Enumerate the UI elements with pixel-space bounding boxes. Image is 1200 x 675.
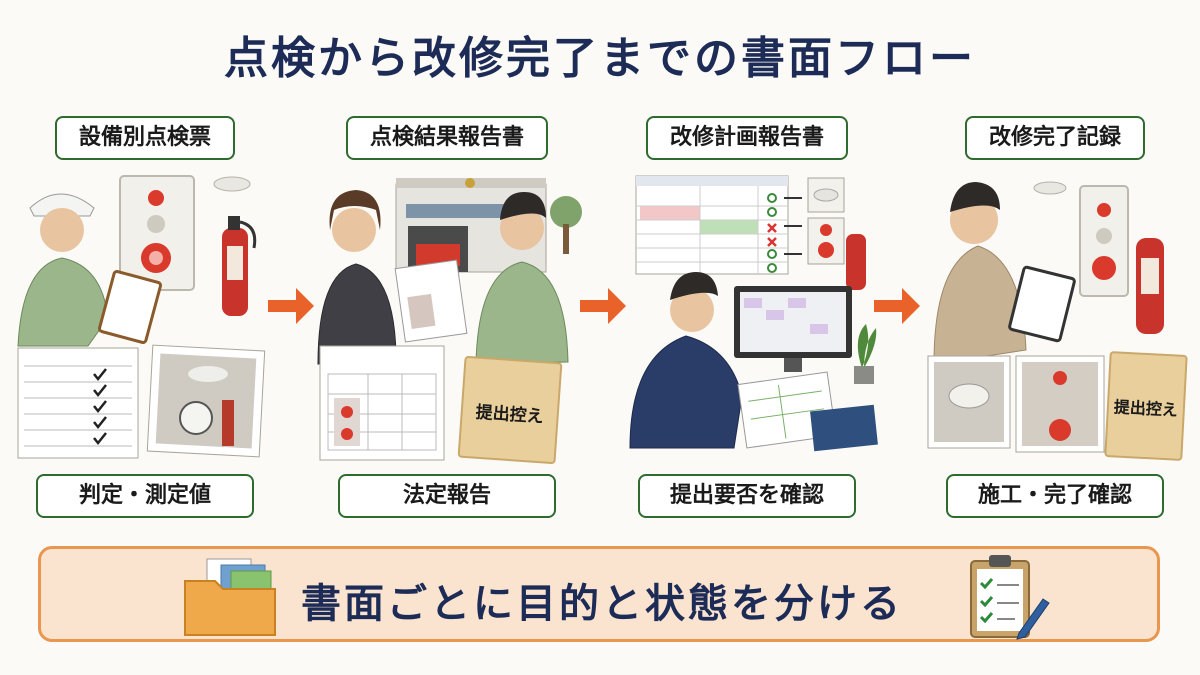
step-top-label: 設備別点検票 bbox=[54, 116, 236, 160]
checklist-document bbox=[17, 347, 139, 459]
alarm-lamp-icon bbox=[148, 190, 164, 206]
report-scene-illustration: 提出控え bbox=[317, 178, 582, 465]
flow-step-inspection-report: 点検結果報告書 提出控え 法定報告 bbox=[312, 112, 582, 532]
official-body bbox=[317, 263, 397, 365]
tree-icon bbox=[550, 196, 582, 228]
summary-text: 書面ごとに目的と状態を分ける bbox=[301, 581, 903, 627]
planner-body bbox=[629, 335, 743, 449]
worker-body bbox=[17, 257, 109, 347]
binder-icon bbox=[810, 404, 878, 452]
smoke-detector-icon bbox=[1033, 181, 1067, 195]
step-top-label: 改修計画報告書 bbox=[645, 116, 849, 160]
speaker-icon bbox=[147, 215, 165, 233]
envelope-text: 提出控え bbox=[1113, 397, 1178, 419]
supervisor-body bbox=[933, 245, 1027, 365]
completion-scene-illustration: 提出控え bbox=[927, 181, 1188, 461]
envelope-text: 提出控え bbox=[475, 402, 544, 428]
tablet-icon bbox=[1008, 265, 1076, 343]
clipboard-icon bbox=[97, 270, 163, 344]
flow-step-repair-completion: 改修完了記録 提出控え 施工・完了確認 bbox=[920, 112, 1190, 532]
step-bottom-label: 法定報告 bbox=[338, 474, 556, 518]
flow-step-inspection-sheet: 設備別点検票 bbox=[10, 112, 280, 532]
flow-step-repair-plan: 改修計画報告書 bbox=[612, 112, 882, 532]
alarm-button-icon bbox=[1092, 256, 1116, 280]
flow-arrow-icon bbox=[874, 288, 920, 324]
folder-icon bbox=[184, 558, 276, 636]
step-bottom-label: 提出要否を確認 bbox=[638, 474, 856, 518]
smoke-detector-icon bbox=[213, 176, 251, 192]
inspection-scene-illustration bbox=[17, 175, 266, 459]
fire-extinguisher-icon bbox=[846, 234, 866, 290]
official-head bbox=[332, 208, 376, 252]
fire-truck-icon bbox=[416, 244, 460, 266]
step-top-label: 改修完了記録 bbox=[964, 116, 1146, 160]
summary-banner: 書面ごとに目的と状態を分ける bbox=[38, 546, 1160, 642]
flow-arrow-icon bbox=[268, 288, 314, 324]
inspector-head bbox=[500, 206, 544, 250]
submission-envelope-icon bbox=[1104, 351, 1188, 461]
planning-scene-illustration bbox=[629, 175, 878, 452]
drawing-document bbox=[737, 371, 837, 449]
pen-icon bbox=[1016, 598, 1050, 640]
page-title: 点検から改修完了までの書面フロー bbox=[224, 33, 976, 84]
submission-envelope-icon bbox=[457, 355, 563, 465]
checklist-clipboard-icon bbox=[970, 555, 1050, 640]
step-bottom-label: 判定・測定値 bbox=[36, 474, 254, 518]
pressure-gauge-icon bbox=[179, 401, 213, 435]
flow-arrow-icon bbox=[580, 288, 626, 324]
emblem-icon bbox=[465, 178, 475, 188]
alarm-lamp-icon bbox=[1097, 203, 1111, 217]
check-marks bbox=[93, 368, 107, 446]
plant-icon bbox=[857, 324, 877, 368]
inspector-body bbox=[475, 261, 569, 365]
hard-hat-icon bbox=[29, 193, 95, 217]
worker-head bbox=[40, 208, 84, 252]
step-top-label: 点検結果報告書 bbox=[345, 116, 549, 160]
step-bottom-label: 施工・完了確認 bbox=[946, 474, 1164, 518]
planner-head bbox=[670, 288, 714, 332]
